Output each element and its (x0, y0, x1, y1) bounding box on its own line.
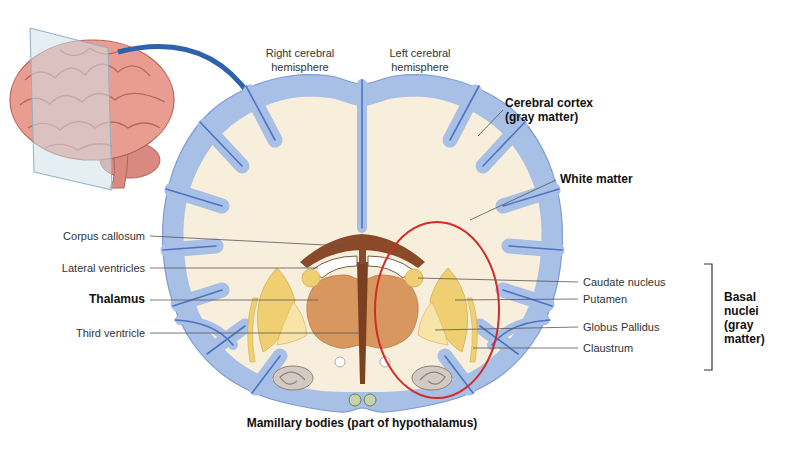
part-label-box: Left cerebral hemisphere (375, 46, 465, 74)
sulci (166, 189, 222, 206)
sulci (163, 80, 562, 393)
basal-nuclei-right (380, 268, 477, 390)
coronal-section (163, 75, 563, 412)
leader-lines (150, 333, 360, 334)
leader-lines (478, 110, 503, 136)
leader-lines (435, 327, 578, 330)
leader-lines (470, 180, 556, 220)
sulci (503, 290, 552, 306)
part-label-box: Claustrum (583, 341, 633, 355)
part-label: Lateral ventricles (62, 261, 145, 275)
sulci (361, 80, 363, 228)
part-label-box: Third ventricle (76, 326, 145, 340)
bracket (704, 264, 712, 370)
part-label-box: Thalamus (89, 292, 145, 306)
part-label: Claustrum (583, 341, 633, 355)
part-label-box: Cerebral cortex (gray matter) (505, 96, 610, 124)
part-label-box: Lateral ventricles (62, 261, 145, 275)
section-plane (30, 28, 112, 190)
part-label: Putamen (583, 292, 627, 306)
sulci (163, 80, 562, 393)
part-label: Right cerebral hemisphere (255, 46, 345, 74)
part-label-box: Basal nuclei (gray matter) (724, 290, 784, 346)
view-arrow (118, 47, 250, 97)
part-label: Thalamus (89, 292, 145, 306)
sulci (163, 246, 216, 250)
part-label-box: Globus Pallidus (583, 320, 659, 334)
part-label: Left cerebral hemisphere (375, 46, 465, 74)
leader-lines (473, 348, 578, 349)
highlight-ellipse (375, 222, 499, 398)
part-label: White matter (560, 172, 633, 186)
cortex-shape (163, 75, 563, 412)
part-label: Caudate nucleus (583, 275, 666, 289)
sulci (175, 320, 233, 345)
part-label-box: Corpus callosum (63, 229, 145, 243)
sulci (173, 290, 222, 306)
part-label: Corpus callosum (63, 229, 145, 243)
third-ventricle-shape (357, 262, 368, 384)
basal-nuclei-left (248, 268, 345, 390)
leader-lines (150, 300, 318, 301)
mamillary-body (349, 394, 361, 406)
part-label-box: White matter (560, 172, 633, 186)
leader-lines (150, 110, 578, 348)
leader-lines (418, 278, 578, 282)
part-label: Mamillary bodies (part of hypothalamus) (187, 416, 537, 430)
sulci (483, 122, 525, 166)
leader-lines (150, 236, 345, 246)
sulci (509, 246, 562, 250)
part-label: Third ventricle (76, 326, 145, 340)
septum-shape (359, 248, 366, 264)
sulci (200, 122, 242, 166)
sulci (492, 320, 550, 345)
leader-lines (455, 299, 578, 300)
part-label-box: Putamen (583, 292, 627, 306)
mamillary-body (364, 394, 376, 406)
sulci (246, 86, 275, 140)
sulci (480, 326, 518, 354)
part-label-box: Caudate nucleus (583, 275, 666, 289)
part-label: Globus Pallidus (583, 320, 659, 334)
part-label-box: Mamillary bodies (part of hypothalamus) (187, 416, 537, 430)
corpus-callosum-shape (300, 234, 425, 268)
part-label: Basal nuclei (gray matter) (724, 290, 784, 346)
leader-lines (150, 268, 318, 269)
part-label: Cerebral cortex (gray matter) (505, 96, 610, 124)
part-label-box: Right cerebral hemisphere (255, 46, 345, 74)
sulci (450, 86, 479, 140)
sulci (207, 326, 245, 354)
